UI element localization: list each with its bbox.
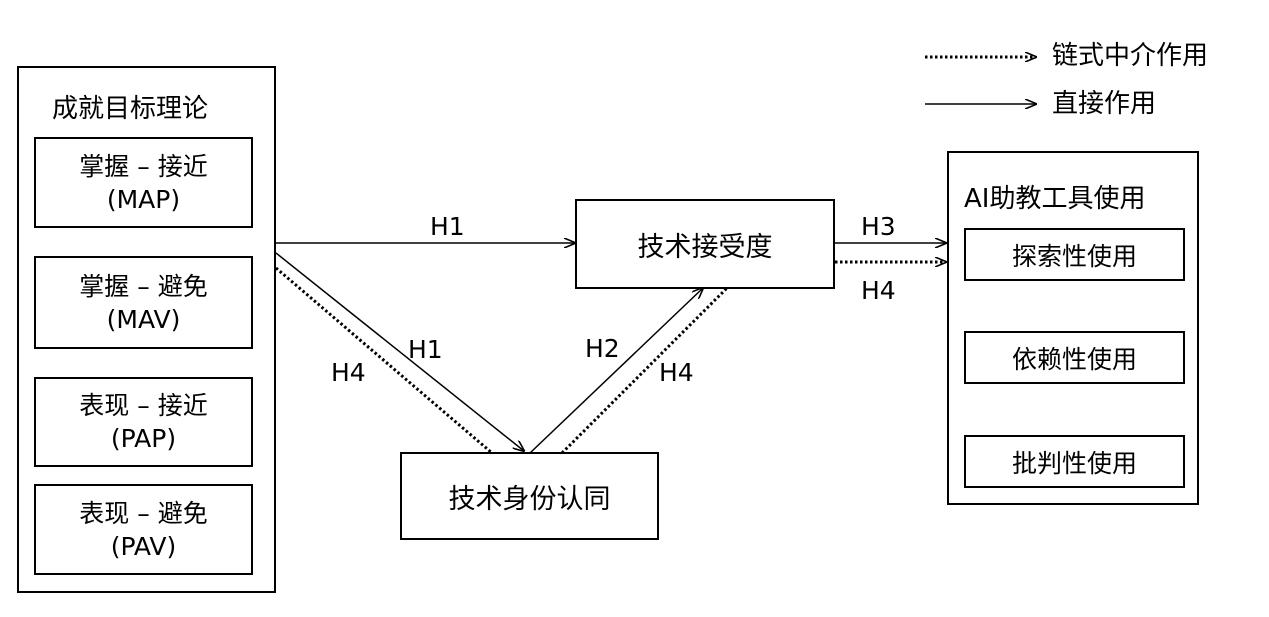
path-label-h3: H3 <box>861 212 896 241</box>
path-label-h1-diag: H1 <box>408 335 443 364</box>
theory-item-mav: 掌握 – 避免 (MAV) <box>34 256 253 349</box>
theory-item-pav-code: (PAV) <box>110 531 177 561</box>
identity-label: 技术身份认同 <box>448 483 611 515</box>
path-label-h2: H2 <box>585 334 620 363</box>
identity-box: 技术身份认同 <box>400 452 659 540</box>
theory-item-mav-name: 掌握 – 避免 <box>79 271 208 301</box>
ai-usage-dependent: 依赖性使用 <box>964 331 1185 384</box>
ai-usage-critical: 批判性使用 <box>964 435 1185 488</box>
acceptance-label: 技术接受度 <box>637 231 773 263</box>
legend-mediation-label: 链式中介作用 <box>1052 41 1209 71</box>
theory-item-map: 掌握 – 接近 (MAP) <box>34 137 253 228</box>
legend-direct-label: 直接作用 <box>1052 89 1157 119</box>
theory-item-pap-name: 表现 – 接近 <box>79 391 208 420</box>
ai-usage-critical-label: 批判性使用 <box>1011 448 1137 478</box>
path-label-h4-mid: H4 <box>659 358 694 387</box>
path-h4-mid <box>560 286 729 455</box>
path-h4-left <box>275 266 493 455</box>
path-label-h4-left: H4 <box>331 358 366 387</box>
theory-item-map-code: (MAP) <box>106 184 181 214</box>
theory-item-pav: 表现 – 避免 (PAV) <box>34 484 253 575</box>
ai-usage-dependent-label: 依赖性使用 <box>1011 344 1137 374</box>
path-h2 <box>529 288 703 454</box>
theory-item-map-name: 掌握 – 接近 <box>79 151 208 181</box>
theory-item-mav-code: (MAV) <box>106 304 181 334</box>
ai-usage-exploratory: 探索性使用 <box>964 228 1185 281</box>
path-label-h1-top: H1 <box>430 212 465 241</box>
acceptance-box: 技术接受度 <box>575 199 835 289</box>
ai-usage-title: AI助教工具使用 <box>964 184 1146 214</box>
theory-item-pav-name: 表现 – 避免 <box>79 498 208 528</box>
path-h1-diagonal <box>275 252 524 451</box>
theory-title: 成就目标理论 <box>52 94 209 124</box>
ai-usage-exploratory-label: 探索性使用 <box>1011 241 1137 271</box>
theory-item-pap-code: (PAP) <box>110 424 177 453</box>
theory-item-pap: 表现 – 接近 (PAP) <box>34 377 253 467</box>
path-label-h4-right: H4 <box>861 276 896 305</box>
